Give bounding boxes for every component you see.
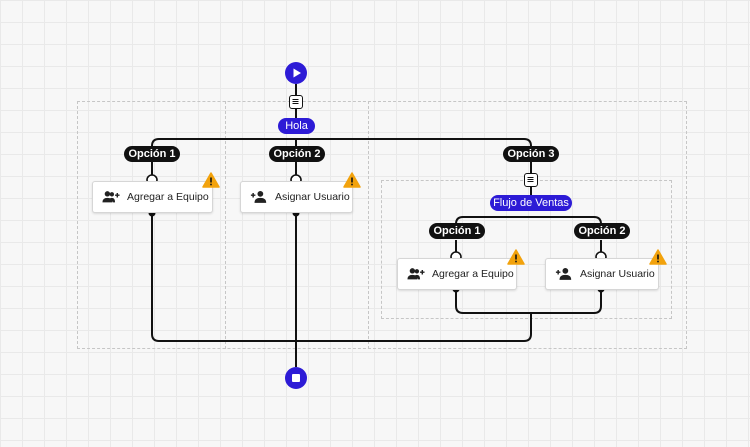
stop-icon bbox=[292, 374, 300, 382]
message-icon[interactable] bbox=[524, 173, 538, 187]
message-icon[interactable] bbox=[289, 95, 303, 109]
action-node-label: Asignar Usuario bbox=[580, 268, 655, 280]
warning-icon[interactable] bbox=[507, 249, 525, 265]
assign-user-icon bbox=[555, 267, 572, 280]
branch-column-divider bbox=[225, 101, 369, 349]
root-message-label[interactable]: Hola bbox=[278, 118, 315, 134]
connector-sub-split bbox=[455, 216, 602, 232]
subflow-label[interactable]: Flujo de Ventas bbox=[490, 195, 572, 211]
action-node-label: Agregar a Equipo bbox=[432, 268, 514, 280]
option-label-1[interactable]: Opción 1 bbox=[124, 146, 180, 162]
action-node-label: Asignar Usuario bbox=[275, 191, 350, 203]
warning-icon[interactable] bbox=[202, 172, 220, 188]
action-node-add-team[interactable]: Agregar a Equipo bbox=[397, 258, 517, 290]
play-icon bbox=[293, 68, 301, 78]
assign-user-icon bbox=[250, 190, 267, 203]
connector-root-split bbox=[151, 138, 532, 154]
action-node-assign-user[interactable]: Asignar Usuario bbox=[545, 258, 659, 290]
action-node-add-team[interactable]: Agregar a Equipo bbox=[92, 181, 213, 213]
warning-icon[interactable] bbox=[343, 172, 361, 188]
connector-sub-merge bbox=[455, 288, 602, 314]
flow-container bbox=[77, 101, 687, 349]
add-group-icon bbox=[407, 268, 425, 280]
start-button[interactable] bbox=[285, 62, 307, 84]
connector-merge bbox=[151, 213, 532, 342]
warning-icon[interactable] bbox=[649, 249, 667, 265]
action-node-label: Agregar a Equipo bbox=[127, 191, 209, 203]
option-label-3[interactable]: Opción 3 bbox=[503, 146, 559, 162]
end-button[interactable] bbox=[285, 367, 307, 389]
add-group-icon bbox=[102, 191, 120, 203]
sub-option-label-2[interactable]: Opción 2 bbox=[574, 223, 630, 239]
option-label-2[interactable]: Opción 2 bbox=[269, 146, 325, 162]
sub-option-label-1[interactable]: Opción 1 bbox=[429, 223, 485, 239]
action-node-assign-user[interactable]: Asignar Usuario bbox=[240, 181, 353, 213]
